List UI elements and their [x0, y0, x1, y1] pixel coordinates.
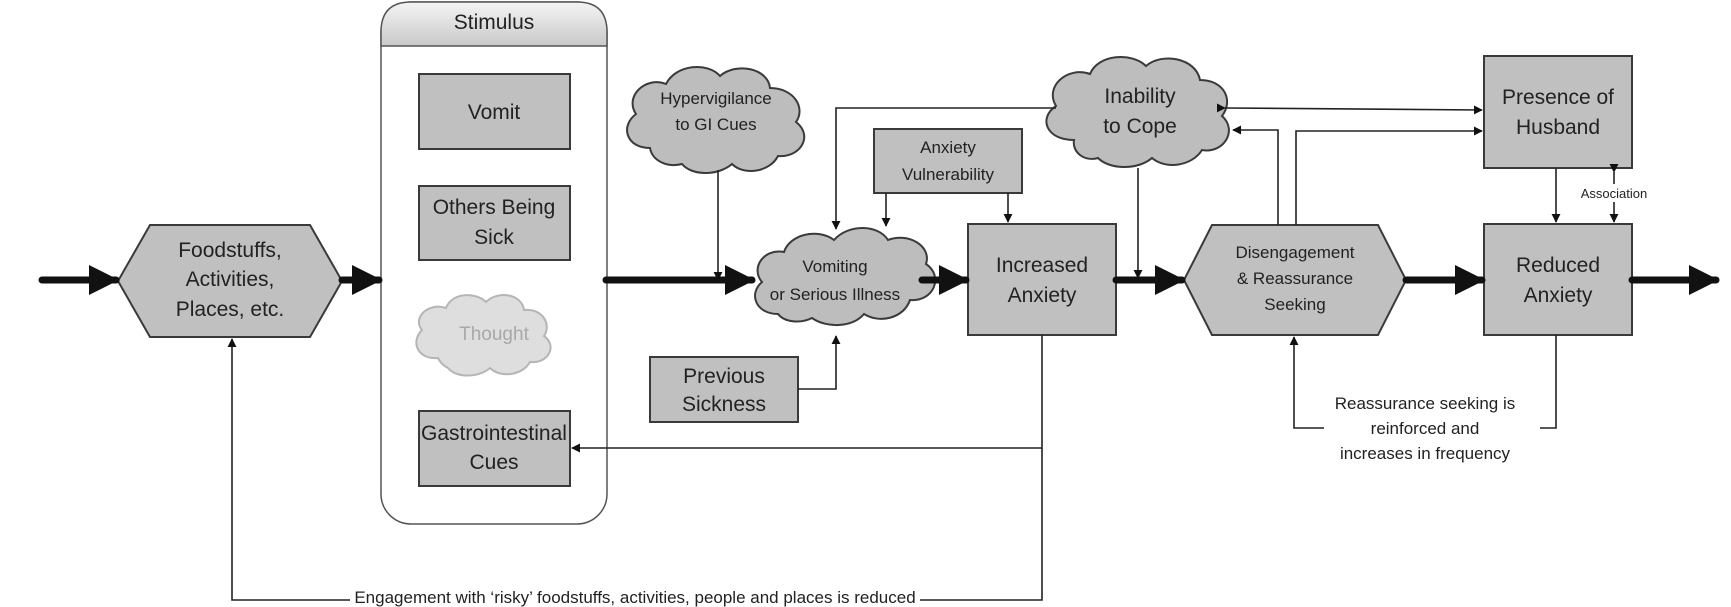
svg-text:Anxiety: Anxiety [1524, 284, 1593, 307]
reassurance-loop-label-1: Reassurance seeking is [1335, 394, 1515, 413]
engagement-loop-label: Engagement with ‘risky’ foodstuffs, acti… [354, 588, 915, 607]
svg-text:or Serious Illness: or Serious Illness [770, 285, 900, 304]
annotations: Association Reassurance seeking is reinf… [350, 184, 1652, 607]
presence-of-husband-node: Presence of Husband [1483, 55, 1633, 169]
stimulus-others-being-sick: Others Being Sick [418, 185, 571, 261]
disengagement-node: Disengagement & Reassurance Seeking [1182, 224, 1408, 336]
svg-text:Previous: Previous [683, 365, 765, 388]
svg-text:Places, etc.: Places, etc. [176, 298, 285, 321]
svg-text:Cues: Cues [469, 451, 518, 474]
association-label: Association [1581, 186, 1647, 201]
arrow-inability-vomiting [831, 107, 1056, 230]
inability-to-cope-cloud: Inability to Cope [1045, 55, 1230, 168]
svg-text:Sick: Sick [474, 226, 514, 249]
svg-text:Vulnerability: Vulnerability [902, 165, 994, 184]
anxiety-vulnerability-node: Anxiety Vulnerability [873, 128, 1023, 194]
svg-text:Activities,: Activities, [186, 268, 275, 291]
svg-text:& Reassurance: & Reassurance [1237, 269, 1353, 288]
svg-text:Presence of: Presence of [1502, 86, 1614, 109]
svg-text:Anxiety: Anxiety [920, 138, 976, 157]
arrow-increased-gi-cues [571, 335, 1043, 453]
svg-text:Seeking: Seeking [1264, 295, 1325, 314]
stimulus-thought-cloud: Thought [415, 294, 552, 377]
svg-text:Vomit: Vomit [468, 101, 521, 124]
svg-text:Others Being: Others Being [433, 196, 556, 219]
stimulus-panel: Stimulus Vomit Others Being Sick Thought… [380, 1, 608, 525]
svg-text:Disengagement: Disengagement [1235, 243, 1354, 262]
svg-text:Sickness: Sickness [682, 393, 766, 416]
foodstuffs-node: Foodstuffs, Activities, Places, etc. [116, 224, 344, 338]
svg-text:Inability: Inability [1104, 85, 1176, 108]
arrow-disengagement-inability [1232, 125, 1279, 225]
previous-sickness-node: Previous Sickness [649, 356, 799, 423]
svg-text:Anxiety: Anxiety [1008, 284, 1077, 307]
svg-text:Thought: Thought [459, 324, 529, 345]
arrow-engagement-loop [227, 338, 1043, 601]
reassurance-loop-label-2: reinforced and [1371, 419, 1480, 438]
svg-text:Foodstuffs,: Foodstuffs, [178, 239, 282, 262]
stimulus-title: Stimulus [454, 11, 535, 34]
svg-text:Vomiting: Vomiting [802, 257, 867, 276]
svg-text:to Cope: to Cope [1103, 115, 1177, 138]
reassurance-loop-label-3: increases in frequency [1340, 444, 1511, 463]
reduced-anxiety-node: Reduced Anxiety [1483, 223, 1633, 336]
arrow-inability-husband [1216, 103, 1483, 115]
svg-text:Gastrointestinal: Gastrointestinal [421, 422, 567, 445]
svg-text:Increased: Increased [996, 254, 1088, 277]
stimulus-gastrointestinal-cues: Gastrointestinal Cues [418, 410, 571, 487]
svg-text:to GI Cues: to GI Cues [675, 115, 756, 134]
svg-text:Hypervigilance: Hypervigilance [660, 89, 772, 108]
stimulus-vomit: Vomit [418, 73, 571, 150]
vomiting-cloud: Vomiting or Serious Illness [754, 227, 937, 326]
arrow-previous-vomiting [798, 335, 841, 390]
hypervigilance-cloud: Hypervigilance to GI Cues [626, 65, 806, 174]
increased-anxiety-node: Increased Anxiety [967, 223, 1117, 336]
svg-text:Reduced: Reduced [1516, 254, 1600, 277]
arrow-disengagement-husband [1295, 126, 1483, 225]
svg-text:Husband: Husband [1516, 116, 1600, 139]
